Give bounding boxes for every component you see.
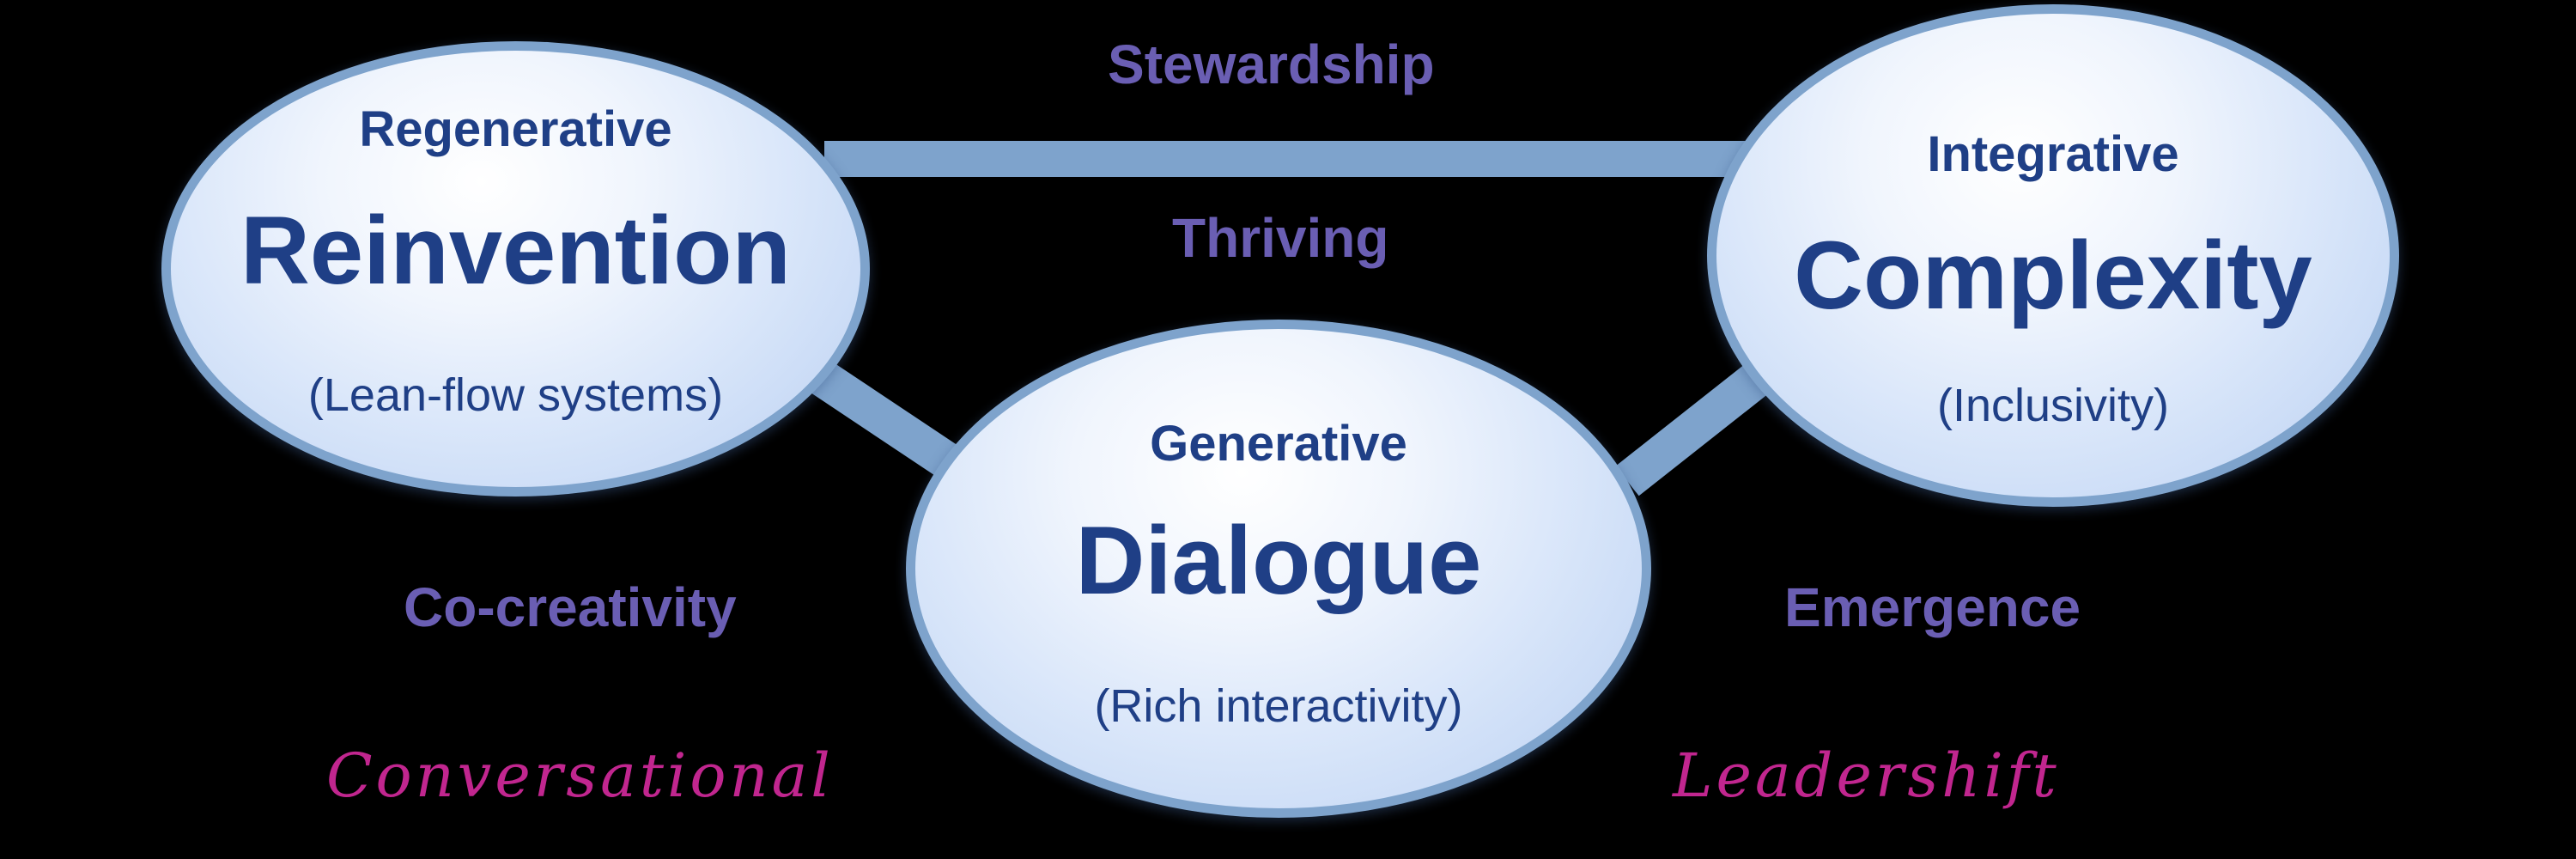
label-co-creativity: Co-creativity <box>404 576 737 638</box>
node-detail: (Inclusivity) <box>1936 380 2170 431</box>
node-title: Dialogue <box>1075 507 1482 614</box>
label-thriving: Thriving <box>1172 207 1389 269</box>
node-qualifier: Generative <box>1150 416 1407 472</box>
node-qualifier: Integrative <box>1927 126 2179 182</box>
label-conversational: Conversational <box>326 740 834 811</box>
node-generative-dialogue: Generative Dialogue (Rich interactivity) <box>906 320 1651 818</box>
connector-top <box>824 141 1752 177</box>
label-stewardship: Stewardship <box>1108 34 1435 95</box>
node-integrative-complexity: Integrative Complexity (Inclusivity) <box>1707 4 2399 507</box>
node-detail: (Rich interactivity) <box>1094 680 1463 732</box>
node-title: Reinvention <box>240 197 791 304</box>
node-regenerative-reinvention: Regenerative Reinvention (Lean-flow syst… <box>161 41 870 497</box>
label-leadershift: Leadershift <box>1673 740 2060 811</box>
node-qualifier: Regenerative <box>359 101 672 157</box>
node-title: Complexity <box>1794 222 2312 329</box>
label-emergence: Emergence <box>1784 576 2081 638</box>
node-detail: (Lean-flow systems) <box>307 369 724 421</box>
